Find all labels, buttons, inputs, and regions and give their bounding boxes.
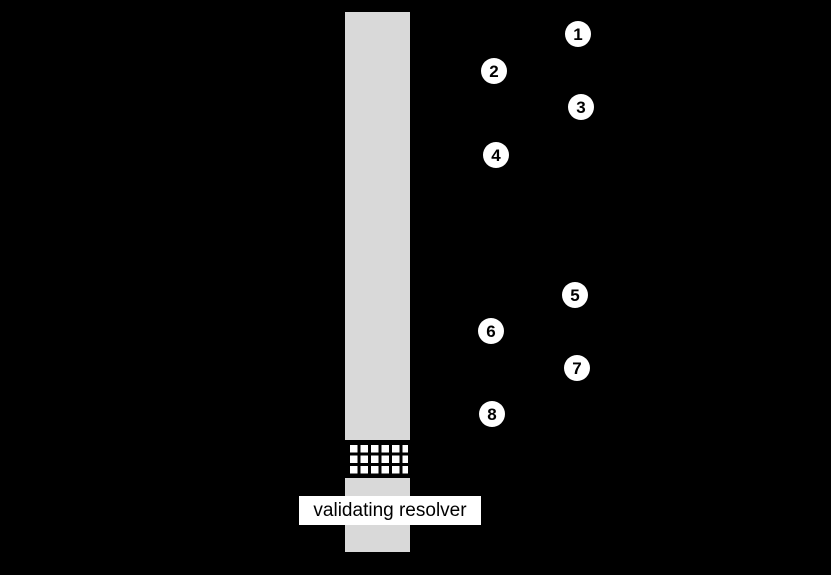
step-marker-1: 1 — [565, 21, 591, 47]
step-marker-4: 4 — [483, 142, 509, 168]
step-number: 3 — [576, 97, 586, 117]
step-number: 6 — [486, 321, 496, 341]
step-number: 1 — [573, 24, 583, 44]
step-number: 4 — [491, 145, 501, 165]
step-number: 2 — [489, 61, 499, 81]
step-marker-7: 7 — [564, 355, 590, 381]
step-number: 8 — [487, 404, 497, 424]
step-marker-6: 6 — [478, 318, 504, 344]
step-marker-8: 8 — [479, 401, 505, 427]
resolver-cache-grid — [345, 440, 410, 478]
step-marker-5: 5 — [562, 282, 588, 308]
step-marker-2: 2 — [481, 58, 507, 84]
step-marker-3: 3 — [568, 94, 594, 120]
step-number: 7 — [572, 358, 582, 378]
resolver-label-text: validating resolver — [313, 499, 467, 521]
step-number: 5 — [570, 285, 580, 305]
resolver-label-box: validating resolver — [299, 496, 481, 525]
